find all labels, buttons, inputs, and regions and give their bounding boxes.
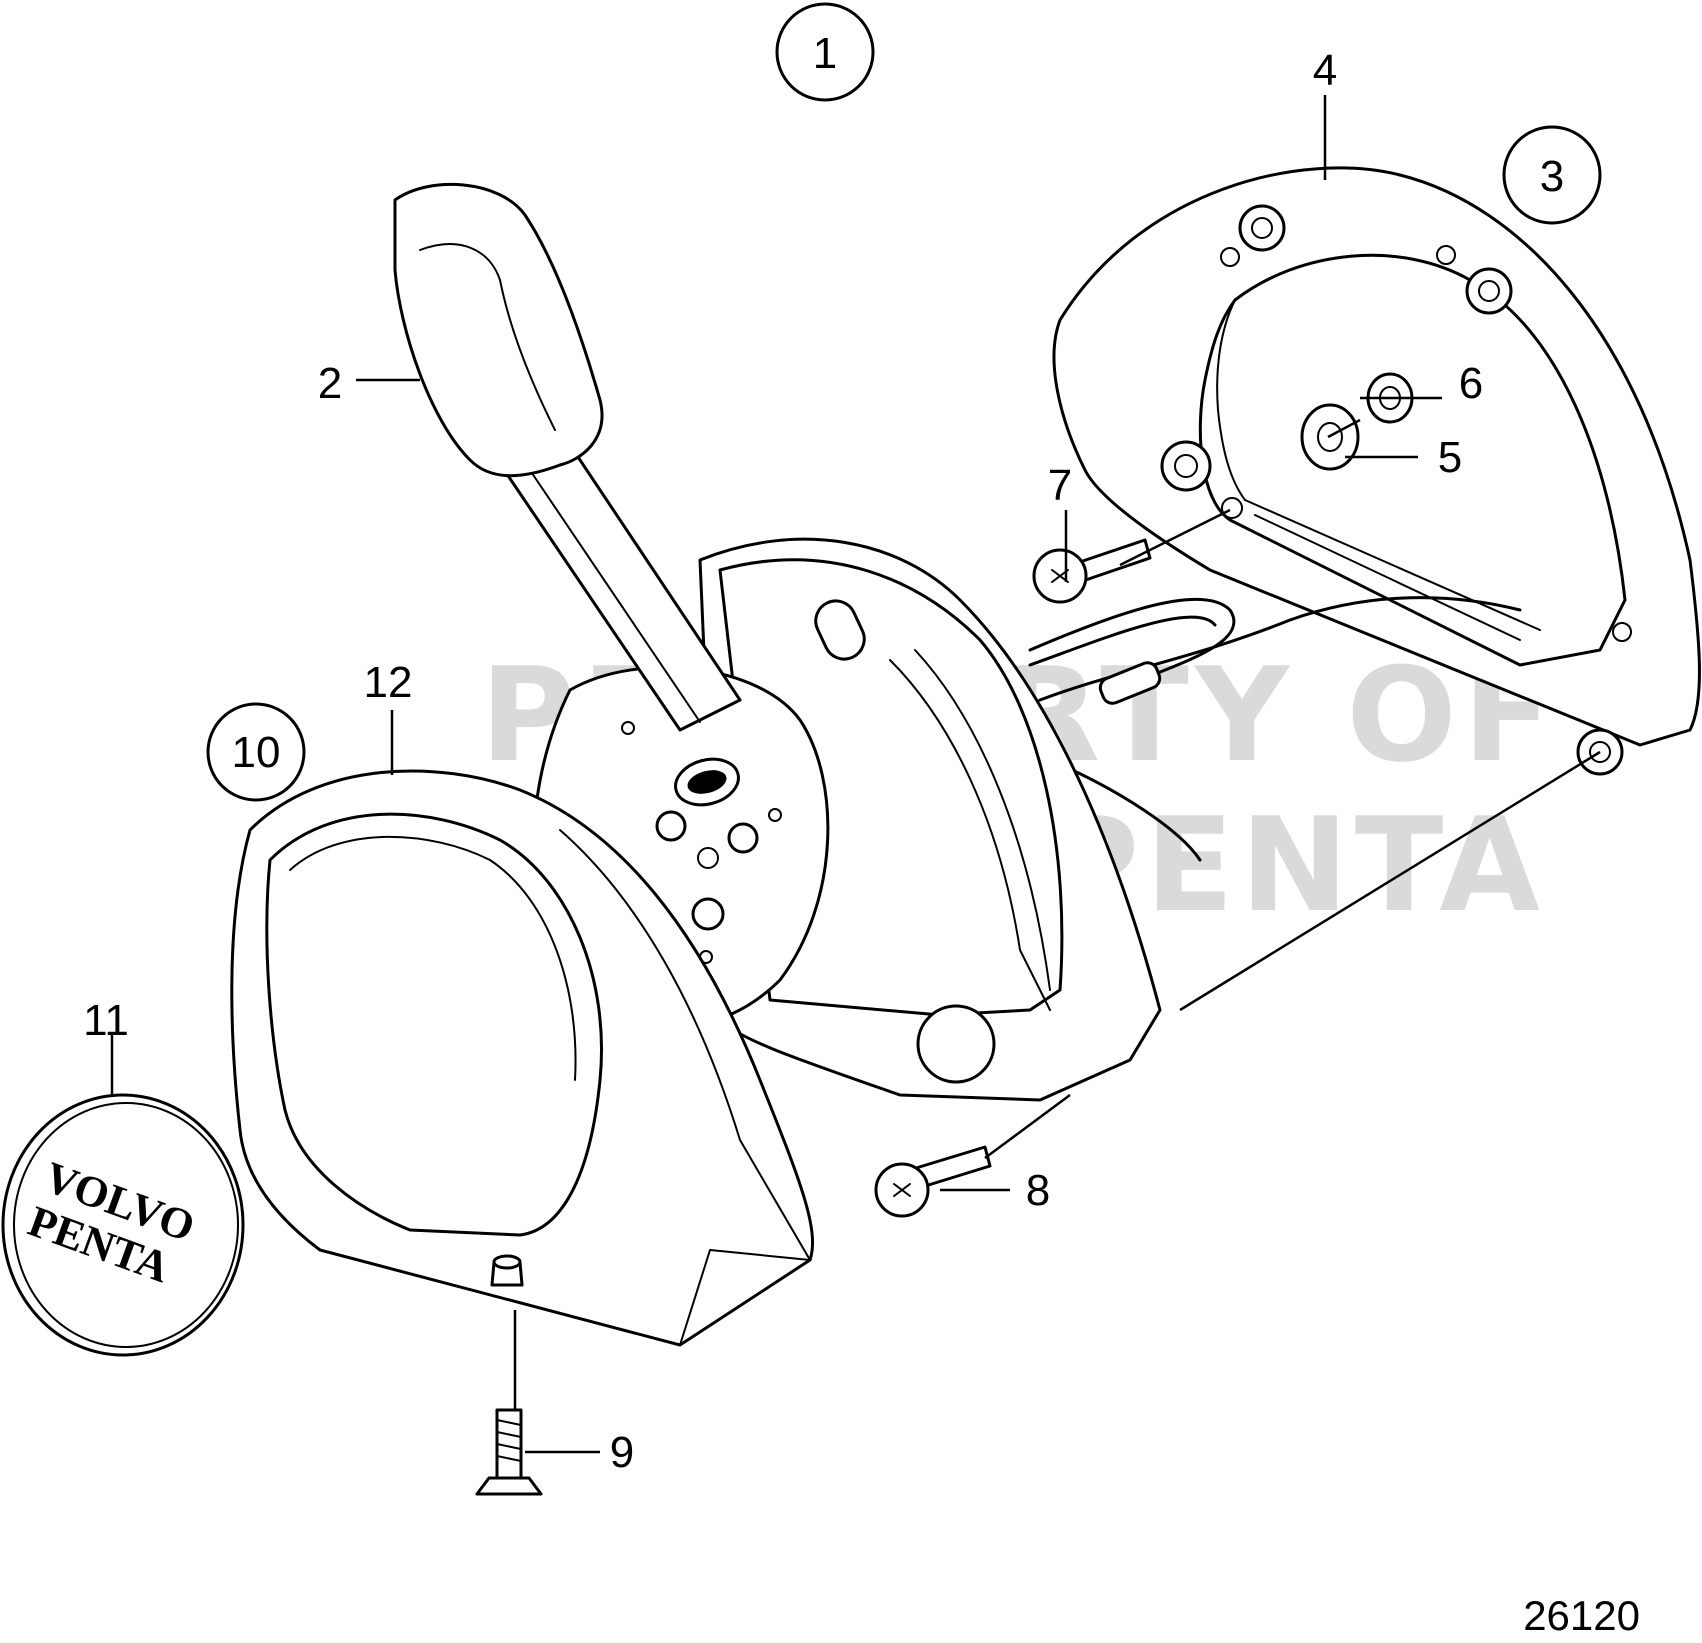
callout-2: 2	[318, 359, 342, 408]
cable-harness	[1028, 596, 1522, 862]
callout-12: 12	[364, 658, 413, 707]
screw-part-9	[475, 1408, 543, 1496]
torx-screw-head-icon	[893, 1183, 911, 1197]
callout-10: 10	[232, 728, 281, 777]
front-cover	[230, 769, 814, 1347]
circle-callout-marker	[775, 2, 875, 102]
circle-callout-marker	[206, 702, 306, 802]
screw-part-8	[874, 1145, 992, 1218]
figure-number: 26120	[1523, 1592, 1640, 1639]
circle-callout-markers	[206, 2, 1602, 802]
callout-3: 3	[1540, 152, 1564, 201]
screw-part-7	[1032, 538, 1152, 604]
callout-labels: 1 2 3 4 5 6 7 8 9 10 11 12	[83, 29, 1564, 1477]
callout-7: 7	[1048, 461, 1072, 510]
control-lever	[393, 182, 742, 732]
callout-5: 5	[1438, 433, 1462, 482]
volvo-penta-emblem-cap: VOLVO PENTA	[1, 1093, 245, 1357]
leader-lines	[110, 95, 1601, 1454]
circle-callout-marker	[1502, 125, 1602, 225]
callout-11: 11	[83, 996, 129, 1045]
callout-9: 9	[610, 1428, 634, 1477]
callout-1: 1	[813, 29, 837, 78]
callout-6: 6	[1459, 359, 1483, 408]
callout-4: 4	[1313, 46, 1337, 95]
callout-8: 8	[1026, 1166, 1050, 1215]
